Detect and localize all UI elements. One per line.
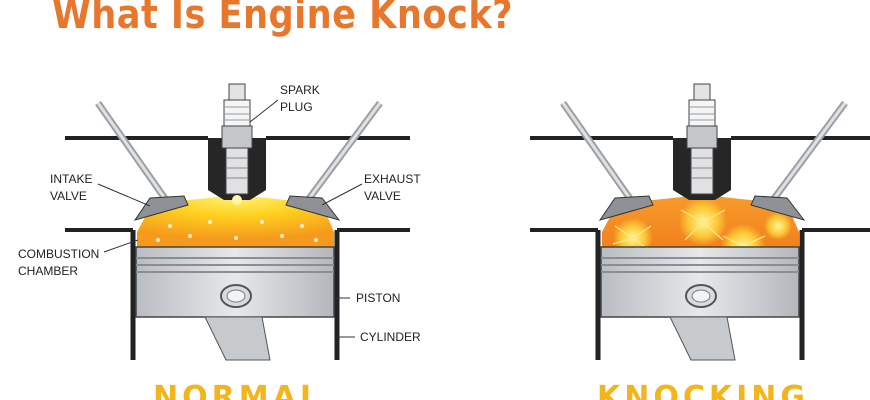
- normal-flame-arrows: [155, 219, 319, 243]
- spark-glow: [232, 195, 242, 205]
- knocking-caption: KNOCKING: [597, 380, 809, 400]
- combustion-chamber-label-2: CHAMBER: [18, 264, 78, 278]
- intake-valve-label-1: INTAKE: [50, 172, 92, 186]
- cylinder-label: CYLINDER: [360, 330, 421, 344]
- page-title: What Is Engine Knock?: [52, 0, 514, 38]
- normal-caption: NORMAL: [153, 380, 323, 400]
- spark-plug-label-2: PLUG: [280, 100, 313, 114]
- piston-label: PISTON: [356, 291, 400, 305]
- knocking-engine: [530, 84, 870, 360]
- label-leaders: [97, 99, 363, 338]
- combustion-chamber-label-1: COMBUSTION: [18, 247, 99, 261]
- exhaust-valve-label-1: EXHAUST: [364, 172, 421, 186]
- exhaust-valve-label-2: VALVE: [364, 189, 401, 203]
- intake-valve-label-2: VALVE: [50, 189, 87, 203]
- spark-plug-label-1: SPARK: [280, 83, 320, 97]
- normal-flame: [137, 196, 334, 247]
- normal-engine: [65, 84, 410, 360]
